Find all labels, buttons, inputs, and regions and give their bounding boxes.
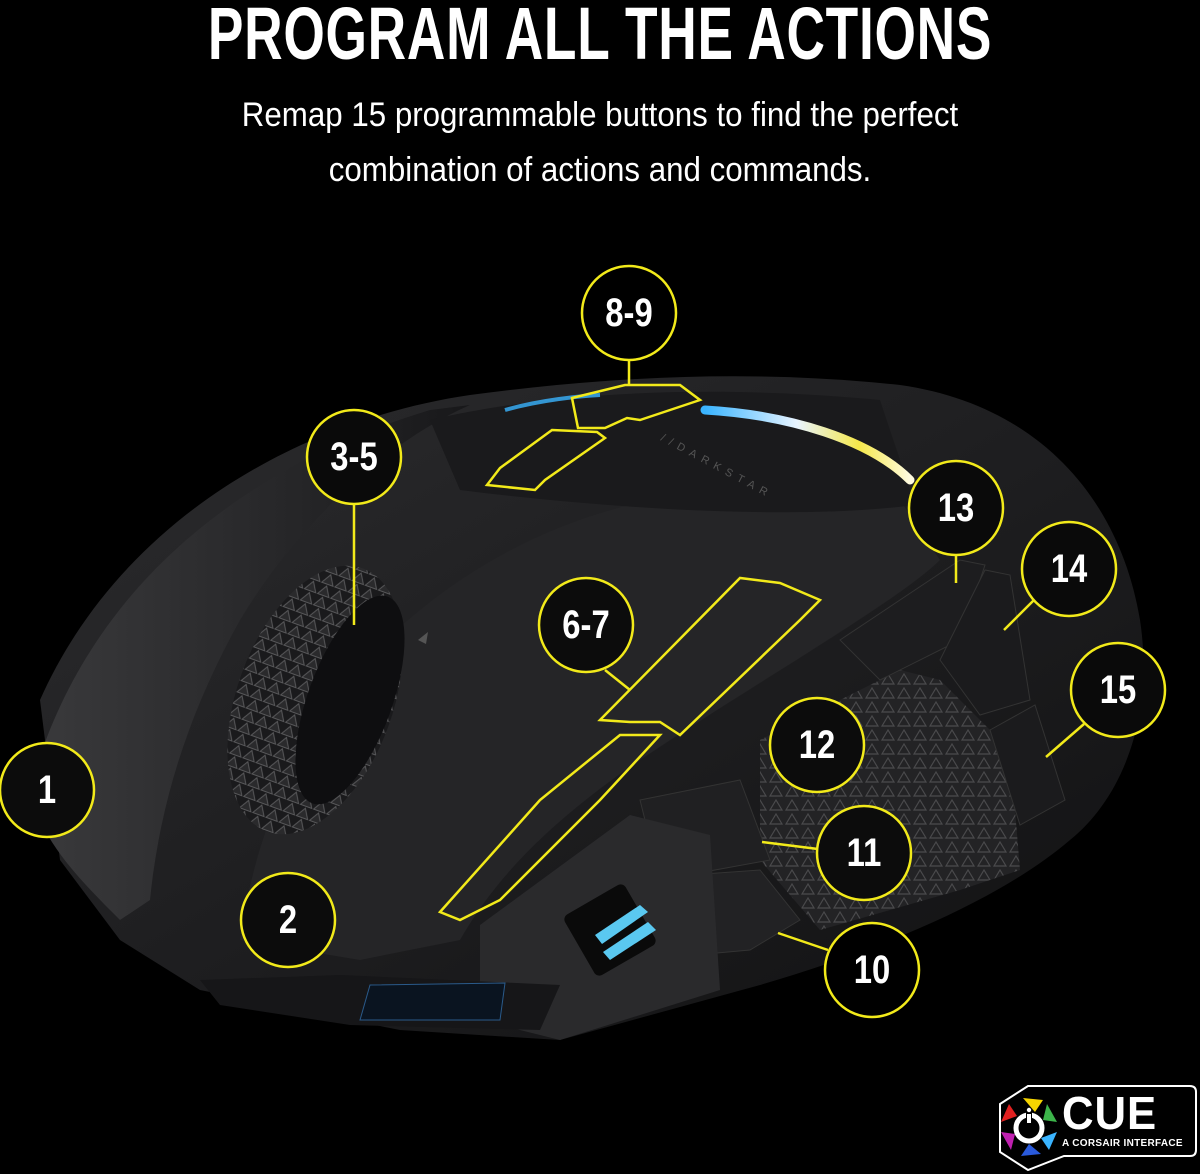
thumb-button-14 [939, 569, 1031, 716]
leader-14 [1003, 597, 1037, 631]
scroll-wheel-inner [295, 595, 405, 805]
callout-leaders [352, 360, 1085, 952]
outline-button-9 [484, 428, 608, 492]
callout-circle-15 [1069, 641, 1167, 739]
leader-15 [1045, 723, 1085, 758]
underside-led [359, 982, 506, 1021]
callout-12[interactable]: 12 [798, 722, 836, 767]
dpi-button-down [603, 922, 656, 960]
logo-tagline: A CORSAIR INTERFACE [1062, 1138, 1183, 1149]
callout-circle-11 [815, 804, 913, 902]
callout-15[interactable]: 15 [1099, 667, 1137, 712]
led-strip-right [700, 405, 915, 485]
subtitle-line-2: combination of actions and commands. [328, 151, 872, 189]
thumb-button-15 [989, 704, 1066, 826]
callout-13[interactable]: 13 [937, 485, 975, 530]
callout-3-5[interactable]: 3-5 [330, 434, 378, 479]
right-button-shell [240, 490, 940, 960]
subtitle-line-1: Remap 15 programmable buttons to find th… [241, 96, 959, 134]
icue-logo [999, 1085, 1197, 1172]
callout-6-7[interactable]: 6-7 [562, 602, 610, 647]
outline-button-8 [570, 383, 703, 430]
outline-button-side [437, 733, 663, 922]
arrow-up-icon [418, 632, 428, 644]
callout-circle-1 [0, 741, 96, 839]
callout-circles [0, 264, 1167, 1019]
callout-10[interactable]: 10 [853, 947, 891, 992]
callout-2[interactable]: 2 [278, 897, 298, 942]
callout-circle-2 [239, 871, 337, 969]
leader-6-7 [604, 669, 631, 691]
page-subtitle: Remap 15 programmable buttons to find th… [48, 88, 1152, 198]
icue-rainbow-icon [1001, 1098, 1057, 1156]
highlight-outlines [437, 383, 823, 922]
outline-button-6-7 [597, 576, 823, 737]
callout-circle-10 [823, 921, 921, 1019]
callout-circle-13 [907, 459, 1005, 557]
dpi-button-up [595, 905, 648, 944]
callout-circle-8-9 [580, 264, 678, 362]
callout-circle-14 [1020, 520, 1118, 618]
leader-11 [761, 840, 819, 851]
callout-circle-12 [768, 696, 866, 794]
logo-wordmark: CUE [1062, 1087, 1158, 1139]
callout-1[interactable]: 1 [37, 767, 57, 812]
left-button-shell [30, 405, 470, 920]
page-title: PROGRAM ALL THE ACTIONS [207, 0, 993, 75]
callout-11[interactable]: 11 [846, 830, 882, 875]
callout-14[interactable]: 14 [1050, 546, 1088, 591]
led-strip-left [504, 393, 601, 412]
callout-8-9[interactable]: 8-9 [605, 290, 653, 335]
leader-10 [777, 931, 829, 952]
callout-circle-6-7 [537, 576, 635, 674]
callout-circle-3-5 [305, 408, 403, 506]
